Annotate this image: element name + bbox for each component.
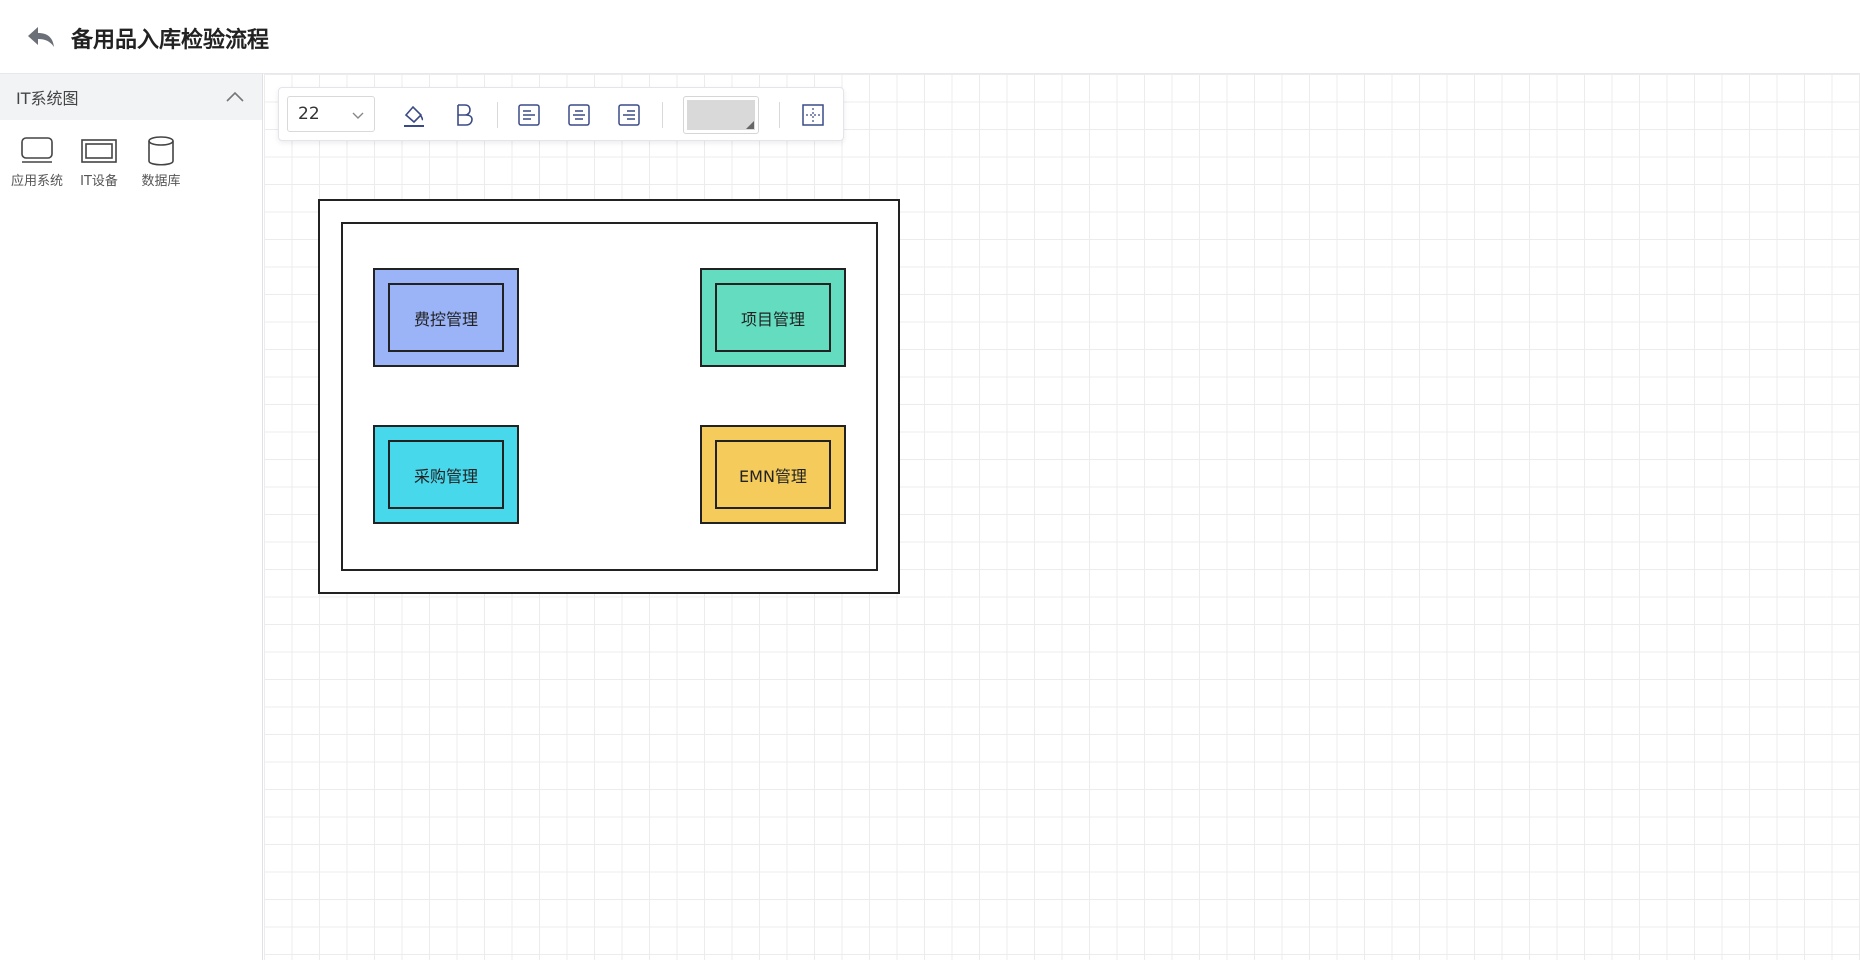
node-fee-control[interactable]: 费控管理: [373, 268, 519, 367]
align-left-icon[interactable]: [515, 101, 543, 129]
shape-it-device[interactable]: IT设备: [68, 136, 130, 189]
shape-library-sidebar: IT系统图 应用系统 IT设备 数据库: [0, 74, 263, 960]
font-size-select[interactable]: 22: [287, 96, 375, 132]
toolbar-divider: [662, 102, 663, 128]
back-arrow-icon[interactable]: [26, 24, 56, 50]
node-label: 费控管理: [388, 283, 504, 352]
shape-label: 数据库: [141, 174, 181, 189]
node-project-mgmt[interactable]: 项目管理: [700, 268, 846, 367]
color-swatch-fill: [687, 100, 755, 130]
monitor-icon: [21, 137, 53, 163]
color-picker[interactable]: [683, 96, 759, 134]
header-bar: 备用品入库检验流程: [0, 0, 1860, 74]
shape-label: 应用系统: [10, 174, 63, 189]
shape-list: 应用系统 IT设备 数据库: [0, 120, 262, 189]
database-icon: [148, 136, 174, 166]
dropdown-corner-icon: [746, 121, 754, 129]
format-toolbar: 22: [278, 87, 844, 141]
bold-icon[interactable]: [450, 101, 478, 129]
shape-group-title: IT系统图: [16, 89, 79, 108]
chevron-up-icon[interactable]: [224, 86, 246, 108]
toolbar-divider: [779, 102, 780, 128]
border-style-icon[interactable]: [799, 101, 827, 129]
device-icon: [81, 139, 117, 163]
chevron-down-icon: [352, 112, 364, 119]
toolbar-divider: [497, 102, 498, 128]
shape-database[interactable]: 数据库: [130, 136, 192, 189]
shape-group-header[interactable]: IT系统图: [0, 74, 262, 120]
shape-label: IT设备: [80, 174, 118, 189]
align-center-icon[interactable]: [565, 101, 593, 129]
shape-app-system[interactable]: 应用系统: [6, 136, 68, 189]
node-label: 采购管理: [388, 440, 504, 509]
node-emn-mgmt[interactable]: EMN管理: [700, 425, 846, 524]
font-size-value: 22: [298, 104, 320, 124]
node-purchase-mgmt[interactable]: 采购管理: [373, 425, 519, 524]
fill-color-icon[interactable]: [400, 101, 428, 129]
node-label: EMN管理: [715, 440, 831, 509]
page-title: 备用品入库检验流程: [71, 28, 270, 53]
node-label: 项目管理: [715, 283, 831, 352]
align-right-icon[interactable]: [615, 101, 643, 129]
